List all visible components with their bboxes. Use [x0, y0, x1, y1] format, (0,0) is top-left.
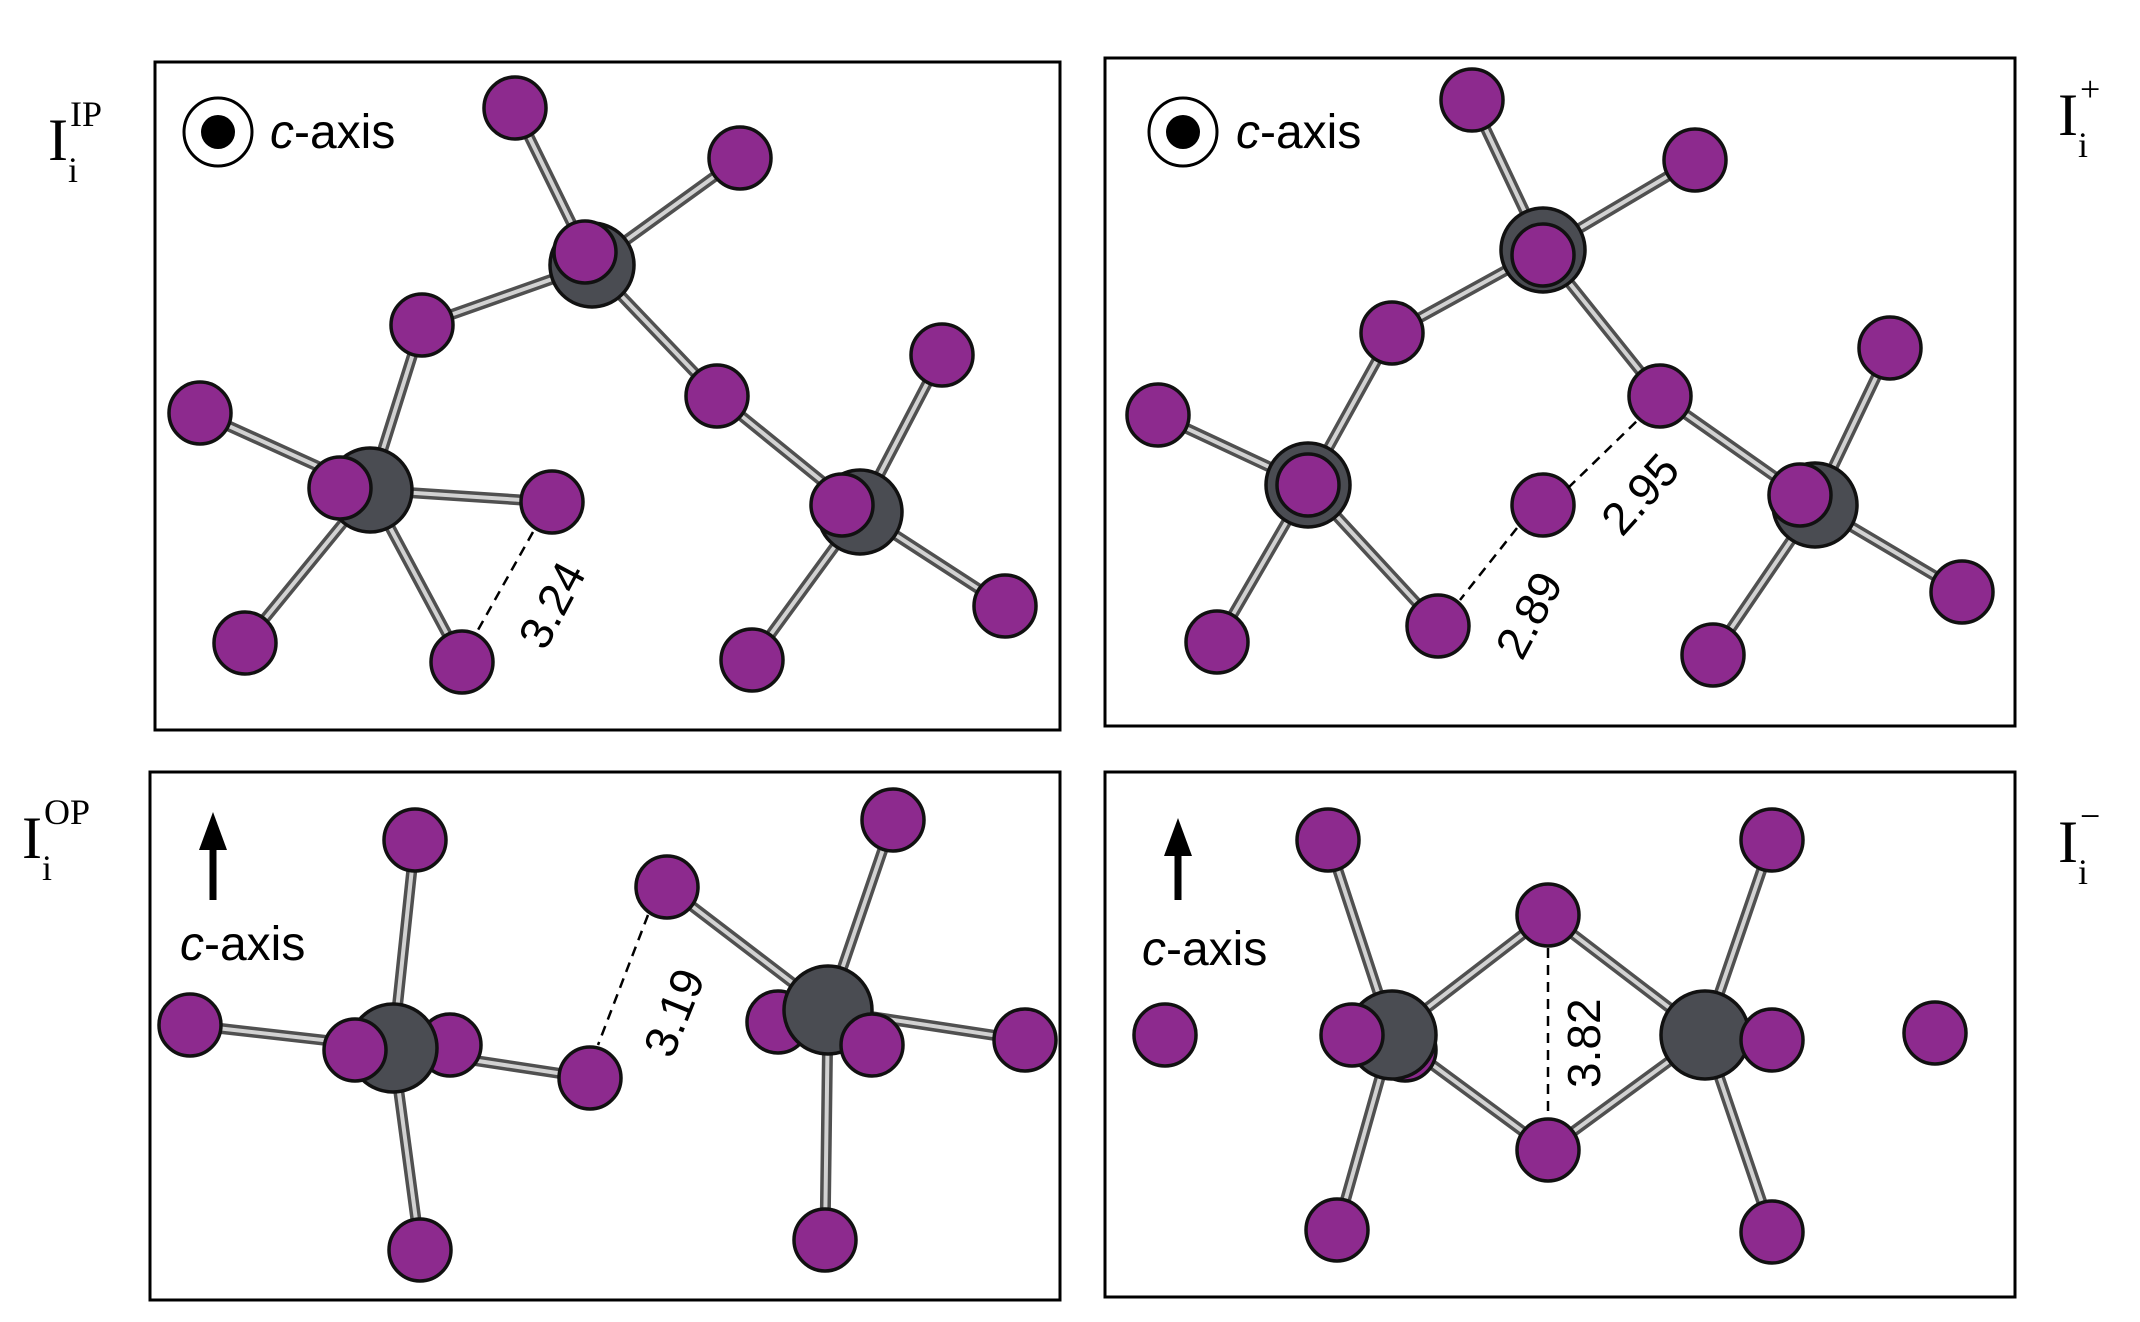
i-atom	[382, 807, 448, 873]
i-atom	[1319, 1002, 1385, 1068]
axis-label: c-axis	[1142, 923, 1267, 976]
c-axis-indicator-out-of-plane: c-axis	[182, 96, 395, 168]
i-atom	[212, 610, 278, 676]
i-atom	[972, 573, 1038, 639]
axis-label: c-axis	[1236, 106, 1361, 159]
c-axis-indicator-in-plane: c-axis	[180, 812, 305, 971]
interstitial-i-atom	[634, 854, 700, 920]
i-atom	[322, 1017, 388, 1083]
i-atom	[1627, 363, 1693, 429]
distance-line	[596, 914, 650, 1046]
distance-label: 2.95	[1591, 443, 1690, 544]
i-atom	[1132, 1002, 1198, 1068]
i-atom	[1662, 127, 1728, 193]
distance-label: 3.24	[508, 553, 596, 656]
arrow-up-icon	[1164, 818, 1192, 856]
i-atom	[909, 322, 975, 388]
i-atom	[1739, 1007, 1805, 1073]
c-axis-indicator-in-plane: c-axis	[1142, 818, 1267, 976]
i-atom	[552, 219, 618, 285]
i-atom	[389, 292, 455, 358]
i-atom	[1680, 622, 1746, 688]
atoms	[1125, 67, 1995, 688]
distance-label: 3.82	[1558, 998, 1610, 1088]
interstitial-i-atom	[1515, 882, 1581, 948]
distance-label: 3.19	[633, 961, 715, 1063]
i-atom	[719, 627, 785, 693]
atoms	[167, 75, 1038, 695]
i-atom	[1275, 452, 1341, 518]
i-atom	[1304, 1197, 1370, 1263]
i-atom	[809, 472, 875, 538]
panel-frame	[1103, 56, 2017, 728]
i-atom	[1295, 807, 1361, 873]
interstitial-i-atom	[519, 469, 585, 535]
panel-plus: c-axis	[1103, 56, 2017, 728]
i-atom	[307, 455, 373, 521]
i-atom	[1739, 807, 1805, 873]
distance-line	[476, 531, 535, 631]
i-atom	[1439, 67, 1505, 133]
i-atom	[839, 1012, 905, 1078]
panel-minus: c-axis 3.82	[1103, 770, 2017, 1299]
i-atom	[792, 1207, 858, 1273]
arrow-up-icon	[199, 812, 227, 850]
i-atom	[707, 125, 773, 191]
panel-title-op: IiOP	[22, 792, 90, 888]
axis-dot-icon	[1166, 115, 1200, 149]
i-atom	[167, 380, 233, 446]
atoms	[1132, 807, 1968, 1265]
i-atom	[1929, 559, 1995, 625]
axis-label: c-axis	[180, 918, 305, 971]
pb-atom	[1659, 989, 1751, 1081]
panel-title-minus: Ii−	[2058, 796, 2100, 892]
i-atom	[1739, 1199, 1805, 1265]
i-atom	[1510, 222, 1576, 288]
panel-frame	[153, 60, 1062, 732]
i-atom	[684, 363, 750, 429]
c-axis-indicator-out-of-plane: c-axis	[1147, 96, 1361, 168]
i-atom	[1359, 300, 1425, 366]
bonds	[1152, 94, 1968, 661]
i-atom	[1902, 1000, 1968, 1066]
panel-ip: c-axis	[153, 60, 1062, 732]
i-atom	[1184, 609, 1250, 675]
distance-line	[1459, 527, 1518, 601]
i-atom	[482, 75, 548, 141]
axis-label: c-axis	[270, 106, 395, 159]
i-atom	[1405, 593, 1471, 659]
panel-title-plus: Ii+	[2058, 69, 2100, 165]
panel-op: c-axis 3.19	[148, 770, 1062, 1302]
i-atom	[1125, 382, 1191, 448]
i-atom	[429, 629, 495, 695]
i-atom	[157, 992, 223, 1058]
axis-dot-icon	[201, 115, 235, 149]
distance-label: 2.89	[1485, 563, 1573, 666]
atoms	[157, 787, 1058, 1283]
bonds	[194, 102, 1011, 668]
interstitial-i-atom	[1515, 1117, 1581, 1183]
panel-frame	[1103, 770, 2017, 1299]
i-atom	[1857, 315, 1923, 381]
interstitial-i-atom	[557, 1045, 623, 1111]
i-atom	[992, 1007, 1058, 1073]
panel-title-ip: IiIP	[48, 94, 102, 190]
i-atom	[860, 787, 926, 853]
panel-frame	[148, 770, 1062, 1302]
i-atom	[1767, 462, 1833, 528]
i-atom	[387, 1217, 453, 1283]
interstitial-i-atom	[1510, 472, 1576, 538]
